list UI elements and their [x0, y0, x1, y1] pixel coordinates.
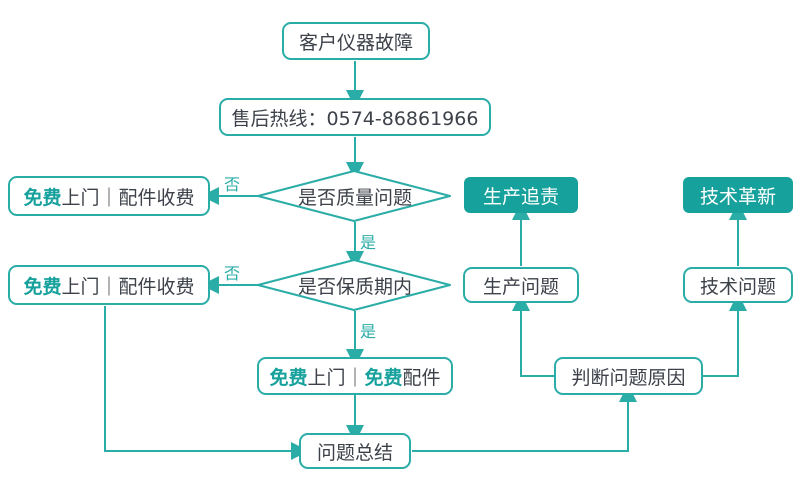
node-technical-innovation: 技术革新 — [683, 177, 793, 213]
decision-warranty-label: 是否保质期内 — [297, 275, 412, 298]
node-production-issue: 生产问题 — [463, 267, 579, 303]
node-production-accountability: 生产追责 — [464, 177, 578, 213]
node-judge-cause-label: 判断问题原因 — [571, 366, 686, 389]
node-free-visit-parts-fee-2: 免费上门｜配件收费 — [8, 265, 210, 305]
text-segment: 上门｜配件收费 — [61, 186, 195, 209]
edge-label-no-1: 否 — [224, 175, 241, 194]
text-segment: 免费 — [23, 275, 62, 298]
edge-label-yes-2: 是 — [360, 322, 377, 341]
node-hotline: 售后热线：0574-86861966 — [219, 98, 491, 136]
text-segment: 免费 — [269, 366, 308, 389]
edge-nowarranty-to-summary — [104, 306, 309, 460]
decision-quality-label: 是否质量问题 — [297, 186, 412, 209]
decision-warranty-shape — [257, 259, 451, 311]
decision-quality-shape — [257, 170, 451, 222]
node-summary: 问题总结 — [299, 433, 411, 469]
node-technical-issue: 技术问题 — [683, 267, 793, 303]
node-summary-label: 问题总结 — [316, 441, 393, 464]
edge-judge-to-tech — [703, 293, 747, 377]
text-segment: 免费 — [23, 186, 62, 209]
text-segment: 上门｜配件收费 — [61, 275, 195, 298]
node-free-visit-parts-fee-1: 免费上门｜配件收费 — [8, 176, 210, 216]
edge-judge-to-prod — [512, 293, 554, 377]
node-free-visit-free-parts: 免费上门｜免费配件 — [257, 357, 453, 395]
node-production-accountability-label: 生产追责 — [482, 185, 559, 208]
text-segment: 上门｜ — [307, 366, 365, 389]
text-segment: 免费 — [364, 366, 403, 389]
node-technical-innovation-label: 技术革新 — [699, 185, 776, 208]
node-customer-fault: 客户仪器故障 — [282, 22, 430, 60]
edge-label-no-2: 否 — [224, 264, 241, 283]
node-judge-cause: 判断问题原因 — [554, 357, 703, 395]
node-technical-issue-label: 技术问题 — [699, 275, 776, 298]
edge-label-yes-1: 是 — [360, 233, 377, 252]
node-customer-fault-label: 客户仪器故障 — [298, 31, 413, 54]
node-production-issue-label: 生产问题 — [482, 275, 559, 298]
node-hotline-label: 售后热线：0574-86861966 — [231, 107, 479, 130]
text-segment: 配件 — [402, 366, 441, 389]
edge-summary-to-judge — [412, 384, 637, 452]
